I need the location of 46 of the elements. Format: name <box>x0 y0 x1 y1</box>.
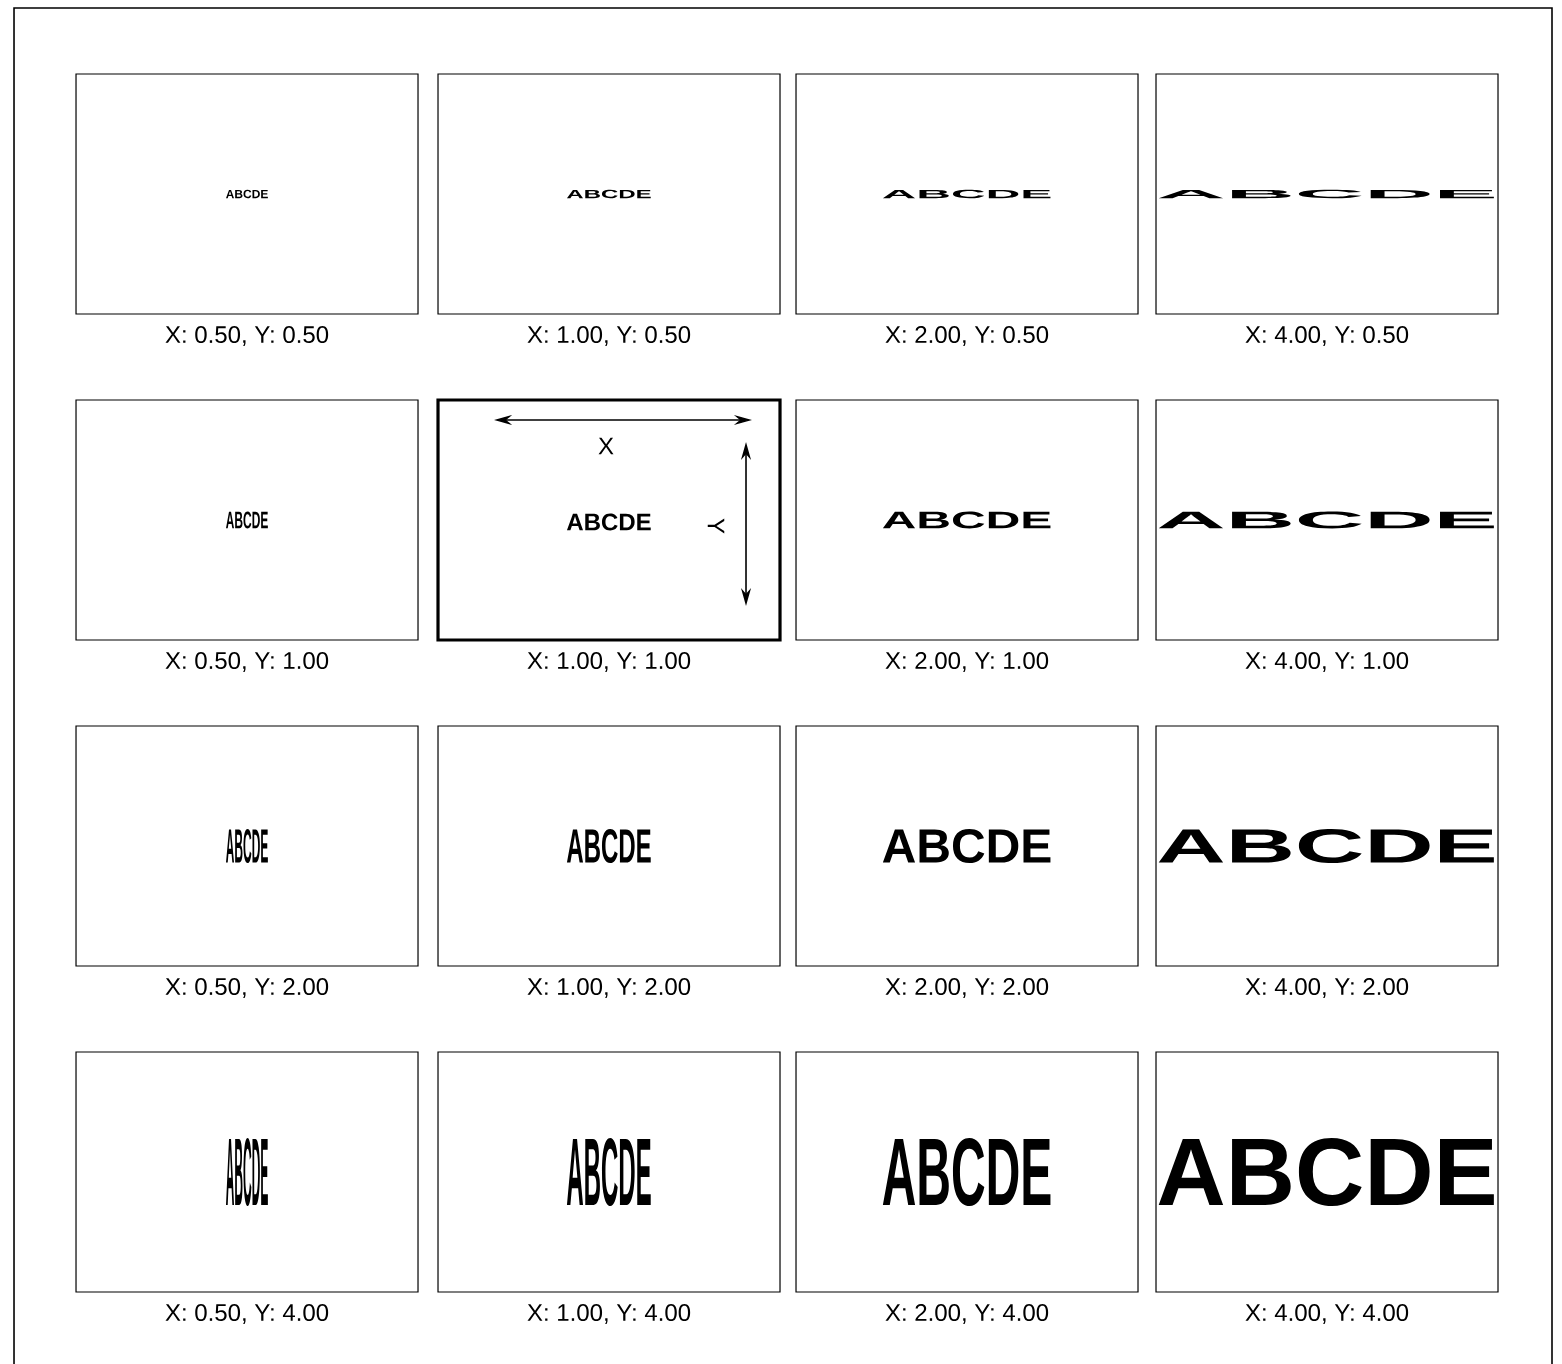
node-label: X: 0.50, Y: 1.00 <box>165 652 329 672</box>
scaled-text: ABCDE <box>1158 829 1494 863</box>
sample-box <box>1155 399 1499 641</box>
sample-box <box>75 1051 419 1293</box>
node-label: X: 1.00, Y: 1.00 <box>527 652 691 672</box>
sample-box <box>75 725 419 967</box>
node-label: X: 2.00, Y: 4.00 <box>885 1304 1049 1324</box>
sample-box <box>437 73 781 315</box>
scaled-text: ABCDE <box>882 511 1051 529</box>
sample-box <box>75 73 419 315</box>
scaled-text: ABCDE <box>566 1138 651 1206</box>
scaled-text: ABCDE <box>1158 511 1494 529</box>
node-label: X: 4.00, Y: 4.00 <box>1245 1304 1409 1324</box>
node-label: X: 0.50, Y: 2.00 <box>165 978 329 998</box>
node-label: X: 0.50, Y: 0.50 <box>165 326 329 346</box>
axis-label: X <box>598 437 614 455</box>
node-label: X: 4.00, Y: 1.00 <box>1245 652 1409 672</box>
sample-box <box>437 1051 781 1293</box>
sample-box <box>1155 725 1499 967</box>
node-label: X: 2.00, Y: 1.00 <box>885 652 1049 672</box>
sample-box <box>1155 73 1499 315</box>
scaled-text: ABCDE <box>226 829 268 863</box>
scaled-text: ABCDE <box>566 829 651 863</box>
sample-box <box>795 73 1139 315</box>
sample-box <box>795 399 1139 641</box>
sample-box <box>436 398 782 642</box>
sample-box <box>795 1051 1139 1293</box>
node-label: X: 4.00, Y: 0.50 <box>1245 326 1409 346</box>
node-label: X: 1.00, Y: 0.50 <box>527 326 691 346</box>
scaled-text: ABCDE <box>566 513 651 531</box>
sample-box <box>795 725 1139 967</box>
scaled-text: ABCDE <box>1158 1138 1494 1206</box>
node-label: X: 1.00, Y: 4.00 <box>527 1304 691 1324</box>
sample-box <box>437 725 781 967</box>
node-label: X: 2.00, Y: 2.00 <box>885 978 1049 998</box>
scaled-text: ABCDE <box>226 511 268 529</box>
scaled-text: ABCDE <box>882 1138 1051 1206</box>
sample-box <box>75 399 419 641</box>
scaled-text: ABCDE <box>882 829 1051 863</box>
axis-label: Y <box>707 518 725 534</box>
sample-box <box>1155 1051 1499 1293</box>
node-label: X: 1.00, Y: 2.00 <box>527 978 691 998</box>
node-label: X: 4.00, Y: 2.00 <box>1245 978 1409 998</box>
node-label: X: 0.50, Y: 4.00 <box>165 1304 329 1324</box>
node-label: X: 2.00, Y: 0.50 <box>885 326 1049 346</box>
scaled-text: ABCDE <box>226 1138 268 1206</box>
